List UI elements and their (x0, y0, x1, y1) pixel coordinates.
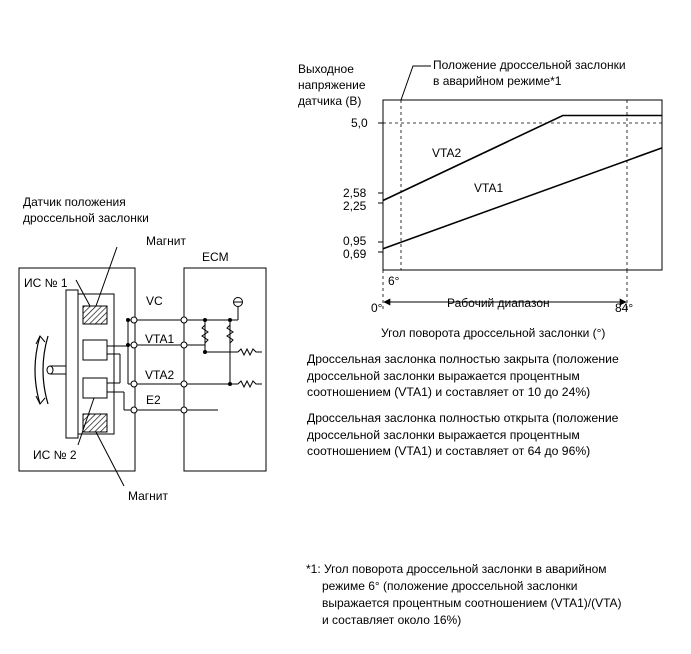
terminal-vta2: VTA2 (145, 368, 174, 382)
ecm-box (183, 267, 267, 472)
resistor-4 (237, 379, 262, 389)
x-tick-0: 0° (371, 301, 383, 315)
y-axis-label-1: Выходное (298, 62, 354, 76)
rotation-arrow (34, 335, 41, 405)
voltage-graph (378, 65, 663, 312)
y-axis-label-3: датчика (В) (298, 94, 361, 108)
sensor-circuit (18, 246, 267, 487)
ic1-leader (75, 279, 91, 307)
y-tick-225: 2,25 (343, 199, 367, 213)
callout-leader (400, 65, 431, 101)
magnet-bottom-label: Магнит (128, 489, 169, 503)
resistor-3 (237, 347, 262, 357)
y-tick-069: 0,69 (343, 247, 367, 261)
series-label-vta2: VTA2 (432, 146, 461, 160)
series-line-vta2 (382, 114, 662, 202)
magnet-top-block (82, 305, 108, 325)
callout-line-1: Положение дроссельной заслонки (433, 58, 626, 72)
junction-dots (126, 318, 232, 386)
connector-pins (130, 316, 188, 414)
ic1-label: ИС № 1 (24, 276, 68, 290)
magnet-bottom-leader (95, 431, 125, 487)
y-tick-095: 0,95 (343, 234, 367, 248)
callout-line-2: в аварийном режиме*1 (433, 74, 562, 88)
footnote-line-4: и составляет около 16%) (322, 613, 461, 627)
vref-symbol (233, 297, 243, 307)
sensor-title-1: Датчик положения (23, 195, 126, 209)
magnet-top-leader (95, 246, 118, 307)
magnet-bottom-block (82, 413, 108, 433)
note-closed: Дроссельная заслонка полностью закрыта (… (307, 352, 619, 399)
resistor-2 (226, 320, 234, 352)
terminal-e2: E2 (146, 393, 161, 407)
terminal-vc: VC (146, 294, 163, 308)
x-tick-6: 6° (388, 274, 400, 288)
y-axis-label-2: напряжение (298, 78, 366, 92)
y-tick-5: 5,0 (351, 116, 368, 130)
magnet-top-label: Магнит (146, 234, 187, 248)
sensor-title-2: дроссельной заслонки (23, 211, 149, 225)
ic2-block (82, 377, 108, 399)
footnote-line-2: режиме 6° (положение дроссельной заслонк… (322, 579, 577, 593)
x-axis-label: Угол поворота дроссельной заслонки (°) (381, 326, 605, 340)
sensor-box (18, 267, 136, 472)
range-label: Рабочий диапазон (447, 296, 550, 310)
series-label-vta1: VTA1 (474, 181, 503, 195)
ic2-label: ИС № 2 (33, 448, 77, 462)
series-line-vta1 (382, 147, 663, 250)
footnote-line-3: выражается процентным соотношением (VTA1… (322, 596, 622, 610)
magnet-housing (65, 289, 79, 439)
terminal-vta1: VTA1 (145, 332, 174, 346)
y-tick-258: 2,58 (343, 186, 367, 200)
note-open: Дроссельная заслонка полностью открыта (… (307, 411, 619, 458)
ic2-leader (77, 397, 95, 446)
footnote-line-1: *1: Угол поворота дроссельной заслонки в… (306, 562, 607, 576)
ic1-block (82, 339, 108, 361)
graph-frame (382, 99, 663, 271)
resistor-1 (201, 320, 209, 352)
x-tick-84: 84° (615, 301, 633, 315)
ecm-label: ECM (202, 250, 229, 264)
